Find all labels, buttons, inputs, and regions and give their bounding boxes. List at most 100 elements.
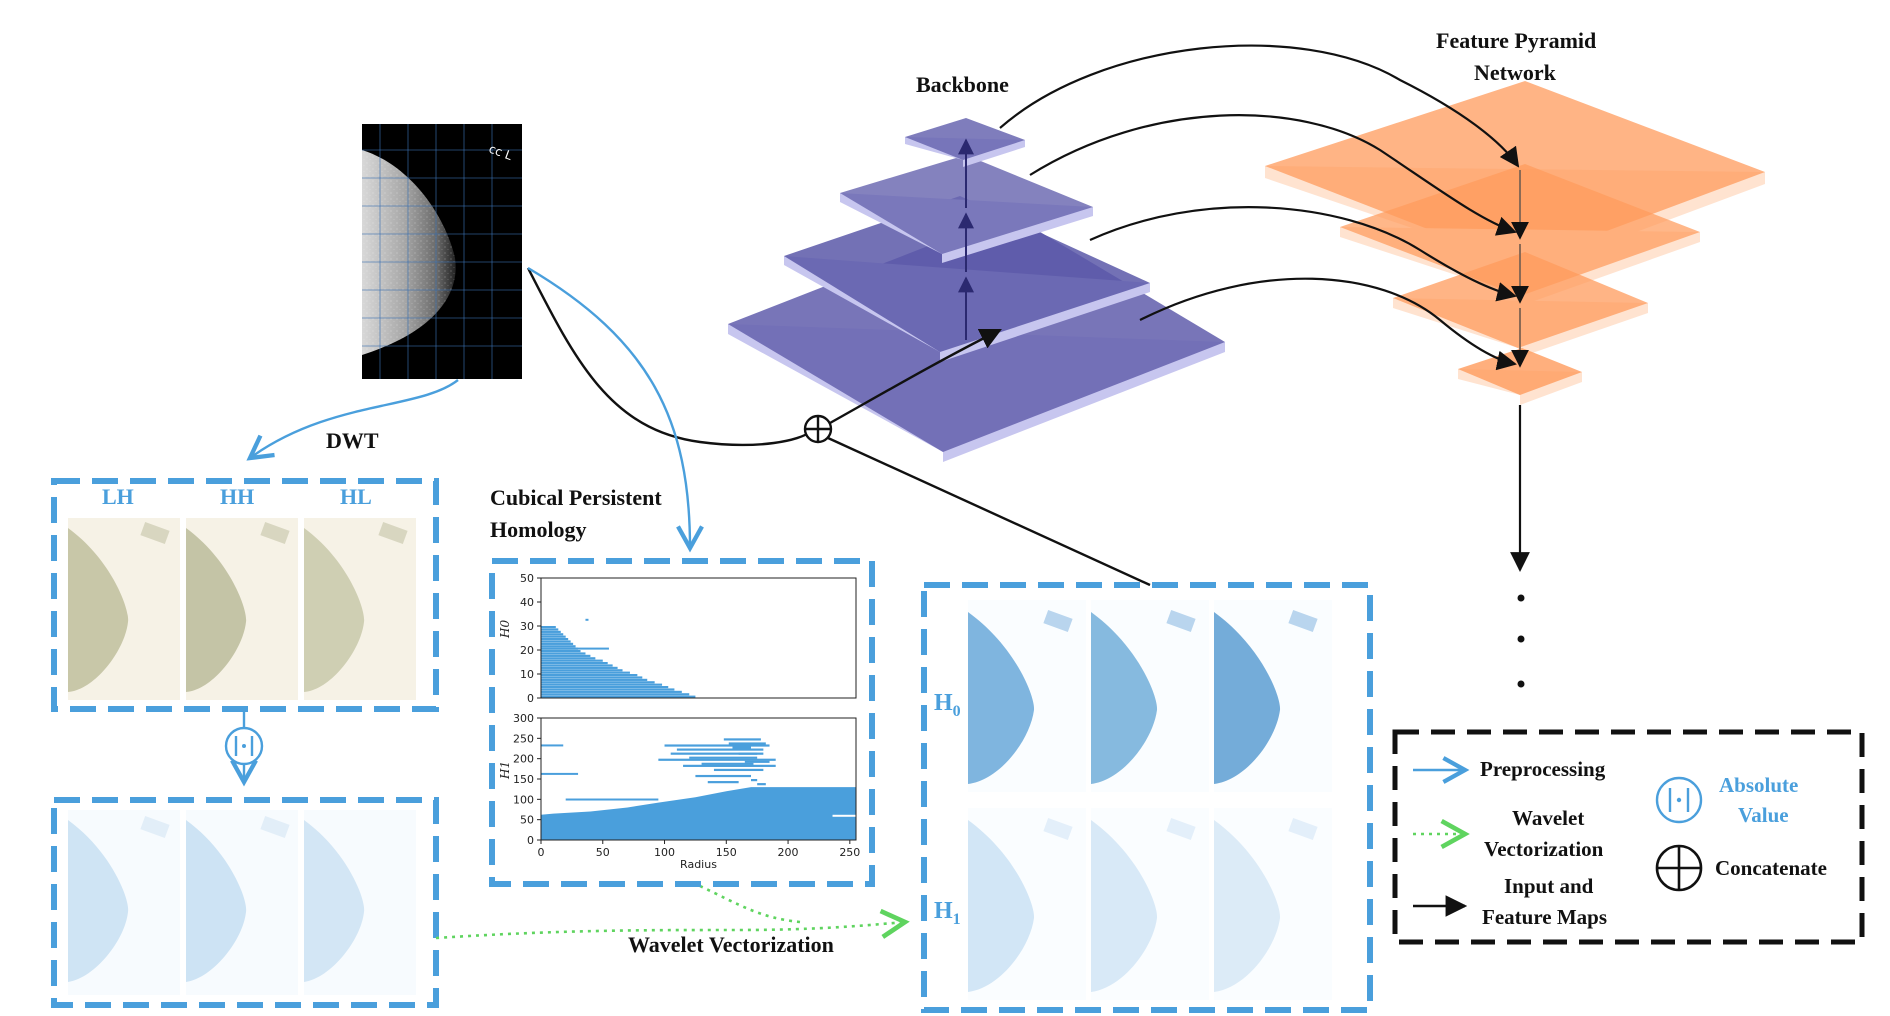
h1-bar <box>658 758 776 761</box>
continuation-dot-3 <box>1517 680 1525 688</box>
h1-bar <box>744 760 770 763</box>
h0-bar <box>541 659 603 662</box>
h1-frame <box>540 717 857 841</box>
cph-title-line1: Cubical Persistent <box>490 485 662 510</box>
legend-absolute-label-line1: Absolute <box>1719 773 1798 797</box>
h0-frame <box>540 577 857 699</box>
h0-bar <box>541 671 630 674</box>
dwt-label: DWT <box>326 428 379 453</box>
h1-ytick-label: 100 <box>513 793 534 806</box>
h0-image-2 <box>1091 600 1209 792</box>
legend-absolute-icon <box>1655 776 1703 824</box>
h1-ytick-label: 250 <box>513 732 534 745</box>
h1-bar <box>565 798 659 801</box>
subband-label-hh: HH <box>220 484 254 509</box>
mammogram-to-concat-arrow <box>526 267 1002 447</box>
h0-bar <box>541 693 690 696</box>
continuation-dot-1 <box>1517 594 1525 602</box>
legend-concatenate-label: Concatenate <box>1715 856 1827 880</box>
h0-ytick-label: 30 <box>520 620 534 633</box>
h1-row-label: H1 <box>934 898 961 928</box>
h1-bar <box>664 744 770 747</box>
h1-ytick-label: 200 <box>513 753 534 766</box>
h1-xtick-label: 150 <box>716 846 737 859</box>
h0-bar <box>541 666 618 669</box>
h1-bar <box>713 768 764 772</box>
h0-bar <box>541 688 675 691</box>
concatenate-node <box>803 414 833 444</box>
h1-ytick-label: 150 <box>513 773 534 786</box>
h1-image-1 <box>968 808 1086 1000</box>
h1-bar <box>676 748 764 751</box>
h0-bar <box>541 628 559 631</box>
h0-bar <box>541 652 586 655</box>
h0-bar <box>541 683 663 686</box>
h0-bar <box>541 678 648 681</box>
input-mammogram: cc L <box>362 124 522 379</box>
h1-bar <box>683 764 776 767</box>
cph-box: Cubical Persistent Homology 01020304050H… <box>489 485 875 887</box>
h1-ytick-label: 300 <box>513 712 534 725</box>
h0-bar <box>541 645 576 648</box>
h0-bar <box>541 654 591 657</box>
h1-bar <box>695 774 751 778</box>
h1-bar <box>732 746 751 749</box>
h1-image-3 <box>1214 808 1332 1000</box>
h1-ytick-label: 50 <box>520 814 534 827</box>
wavelet-to-concat-arrow <box>827 436 1151 587</box>
cph-title-line2: Homology <box>490 517 587 542</box>
subband-label-lh: LH <box>102 484 134 509</box>
subband-label-hl: HL <box>340 484 372 509</box>
h0-bar <box>541 642 574 645</box>
legend-input-label-line2: Feature Maps <box>1482 905 1607 929</box>
h1-bar <box>541 772 579 775</box>
persistence-images-box: H0 H1 <box>921 582 1373 1013</box>
h0-bar <box>541 674 638 677</box>
subband-image-hh <box>186 518 298 700</box>
subband-image-hl <box>304 518 416 700</box>
h1-bar <box>689 756 758 759</box>
abs-image-2 <box>186 810 298 995</box>
h0-bar <box>541 633 564 636</box>
legend-concatenate-icon <box>1655 844 1703 892</box>
legend-absolute-label-line2: Value <box>1738 803 1789 827</box>
legend-input-label-line1: Input and <box>1504 874 1594 898</box>
backbone-pyramid: Backbone <box>728 72 1225 462</box>
continuation-dot-2 <box>1517 635 1525 643</box>
legend: Preprocessing Wavelet Vectorization Inpu… <box>1392 729 1865 945</box>
h1-bar <box>707 781 739 784</box>
h0-bar <box>541 638 569 641</box>
fpn-pyramid: Feature Pyramid Network <box>1265 28 1765 405</box>
h0-image-3 <box>1214 600 1332 792</box>
h0-bar <box>541 650 581 653</box>
h1-bar <box>723 738 761 741</box>
wavelet-vectorization-label: Wavelet Vectorization <box>628 932 834 957</box>
h0-bar <box>541 657 596 660</box>
h0-bar <box>541 630 561 633</box>
h1-bar <box>757 783 766 786</box>
h0-bar <box>541 664 613 667</box>
h0-bar <box>541 635 566 638</box>
wavelet-vectorization-arrow: Wavelet Vectorization <box>435 884 910 957</box>
legend-wavelet-label-line2: Vectorization <box>1484 837 1604 861</box>
h1-xtick-label: 200 <box>778 846 799 859</box>
fpn-label-line1: Feature Pyramid <box>1436 28 1596 53</box>
h0-bar <box>541 640 571 643</box>
h0-bar <box>541 669 623 672</box>
abs-image-1 <box>68 810 180 995</box>
abs-image-3 <box>304 810 416 995</box>
h1-xlabel: Radius <box>680 858 717 871</box>
legend-preprocessing-label: Preprocessing <box>1480 757 1606 781</box>
h0-row-label: H0 <box>934 690 961 720</box>
h0-ytick-label: 10 <box>520 668 534 681</box>
h0-bar <box>541 681 655 684</box>
dwt-arrow: DWT <box>246 379 459 461</box>
h1-bar <box>738 752 764 755</box>
fpn-label-line2: Network <box>1474 60 1557 85</box>
h1-bar <box>701 762 754 765</box>
h1-bar <box>670 752 758 755</box>
fpn-layer-4 <box>1458 348 1582 405</box>
h1-image-2 <box>1091 808 1209 1000</box>
